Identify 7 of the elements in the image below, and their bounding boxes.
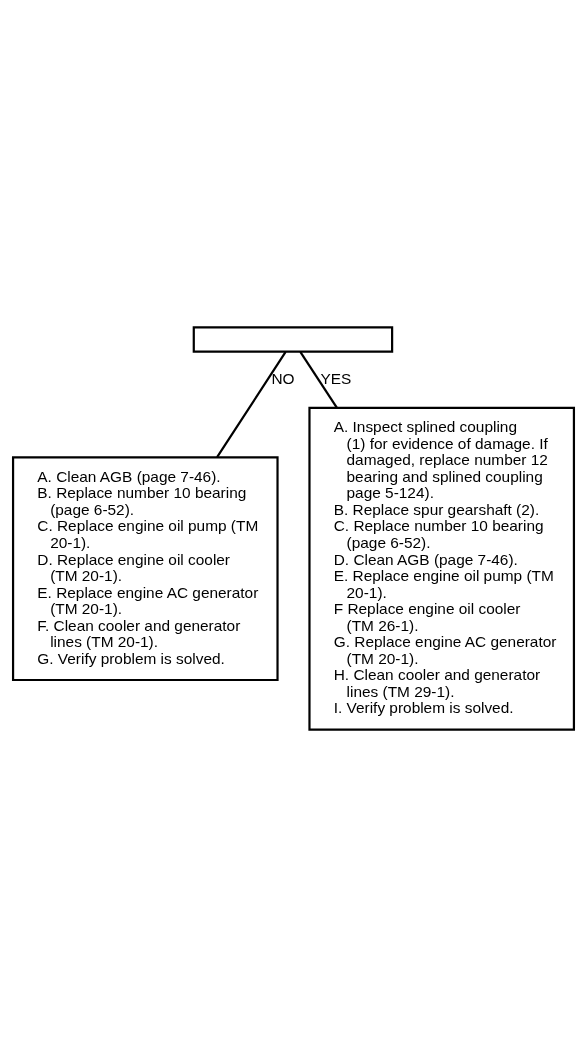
connector: [216, 351, 287, 458]
connector: [299, 351, 338, 409]
node-box: [192, 326, 394, 353]
edge-label: YES: [320, 369, 352, 387]
node-box: A. Clean AGB (page 7-46). B. Replace number 10 bearing (page 6-52). C. Replace engine oil pump (TM 20-1). D. Replace engine oil cooler (TM 20-1). E. Replace engine AC generator (TM 20-1). F. Clean cooler and generator lines (TM 20-1). G. Verify problem is solved.: [11, 456, 279, 682]
edge-label: NO: [271, 369, 295, 387]
node-box: A. Inspect splined coupling (1) for evidence of damage. If damaged, replace number 12 bearing and splined coupling page 5-124). B. Replace spur gearshaft (2). C. Replace number 10 bearing (page 6-52). D. Clean AGB (page 7-46). E. Replace engine oil pump (TM 20-1). F Replace engine oil cooler (TM 26-1). G. Replace engine AC generator (TM 20-1). H. Clean cooler and generator lines (TM 29-1). I. Verify problem is solved.: [308, 406, 576, 731]
